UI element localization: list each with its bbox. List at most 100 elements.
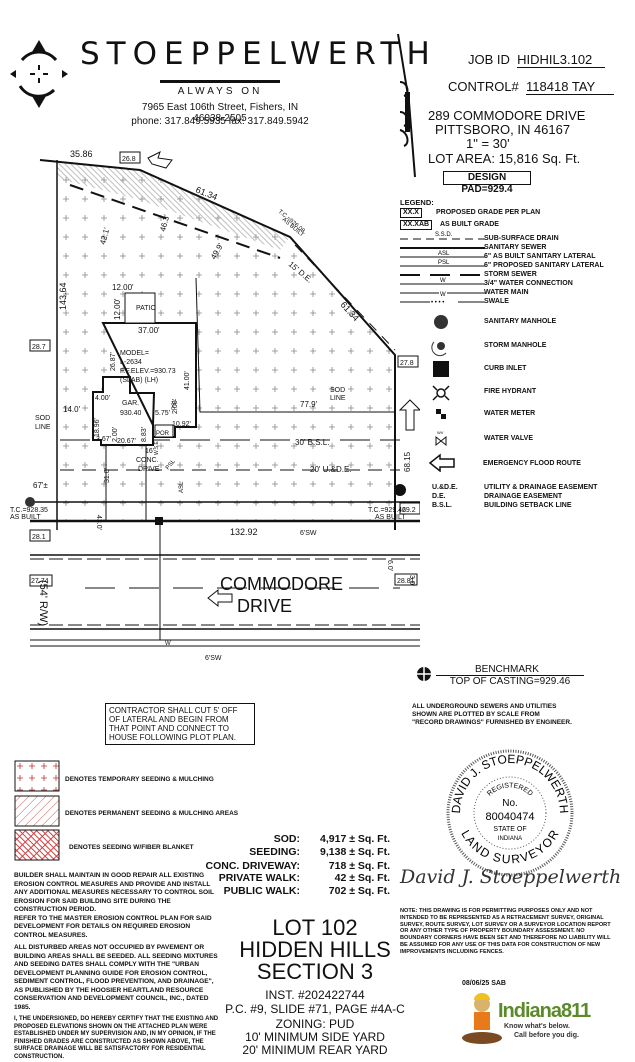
quantity-label: PUBLIC WALK: (223, 885, 300, 897)
seeding-legend-swatches (14, 760, 60, 861)
plan-label: 41.00' (184, 371, 191, 390)
plan-label: 2.00' (112, 427, 119, 442)
legend-line-samples: S.S.D. ASL PSL W W • • • • (400, 232, 485, 306)
plan-label: 8.83' (141, 427, 148, 442)
plan-label: 4.00' (95, 395, 110, 402)
pen-icon (397, 33, 416, 178)
fiber-blanket-swatch (14, 829, 60, 861)
seeding-legend-label: DENOTES PERMANENT SEEDING & MULCHING ARE… (65, 810, 239, 817)
svg-text:REGISTERED: REGISTERED (486, 782, 534, 797)
plan-label: 26.8 (122, 156, 136, 163)
plan-label: 28.1 (32, 534, 46, 541)
surveyor-seal: DAVID J. STOEPPELWERTH LAND SURVEYOR REG… (446, 749, 574, 877)
legend-key: XX.X (400, 208, 422, 218)
legend-title: LEGEND: (400, 198, 434, 207)
permitting-note: NOTE: THIS DRAWING IS FOR PERMITTING PUR… (400, 908, 611, 955)
plan-label: 6'SW (205, 655, 222, 662)
legend-label: WATER METER (484, 410, 536, 417)
plan-label: 14.0' (63, 405, 81, 414)
legend-label: SANITARY SEWER (484, 244, 547, 251)
legend-label: AS BUILT GRADE (440, 221, 499, 228)
plan-label: (SLAB) (LH) (120, 377, 158, 384)
lot-number: LOT 102 (272, 915, 358, 940)
temporary-seeding-swatch (14, 760, 60, 792)
certification-note: I, THE UNDERSIGNED, DO HEREBY CERTIFY TH… (14, 1016, 219, 1060)
svg-text:No.: No. (502, 798, 518, 809)
erosion-note: BUILDER SHALL MAINTAIN IN GOOD REPAIR AL… (14, 872, 214, 913)
plan-label: DRIVE (237, 596, 292, 616)
plan-label: 16' (145, 448, 154, 455)
svg-text:INDIANA: INDIANA (498, 836, 522, 842)
curb-inlet-icon (433, 361, 449, 377)
legend-label: PROPOSED GRADE PER PLAN (436, 209, 541, 216)
plan-label: W.S.E (154, 440, 160, 455)
legend-label: SANITARY MANHOLE (484, 318, 557, 325)
plan-label: POR (156, 431, 170, 437)
zoning: ZONING: PUD (275, 1017, 355, 1031)
svg-text:STATE OF: STATE OF (493, 826, 526, 833)
scale: 1" = 30' (466, 136, 510, 151)
plan-label: 6'SW (300, 530, 317, 537)
plan-label: GAR. (122, 400, 139, 407)
plan-label: 132.92 (230, 527, 258, 537)
company-phone: phone: 317.849.5935 fax: 317.849.5942 (131, 116, 309, 127)
plan-label: L-2634 (120, 359, 142, 366)
quantity-label: PRIVATE WALK: (218, 872, 300, 884)
sanitary-manhole-icon (434, 315, 448, 329)
plan-label: 46.3' (158, 213, 171, 232)
flood-route-arrow-icon (398, 399, 420, 431)
plan-label: 3.0' (408, 575, 415, 586)
street-address: 289 COMMODORE DRIVE (428, 108, 586, 123)
plan-label: 20.67' (117, 438, 136, 445)
legend-label: CURB INLET (484, 365, 527, 372)
plat-reference: P.C. #9, SLIDE #71, PAGE #4A-C (225, 1002, 405, 1016)
svg-text:W: W (440, 278, 446, 284)
legend-key: XX.XAB (400, 220, 433, 230)
svg-text:• • • •: • • • • (431, 300, 444, 306)
plan-label: CONC. (136, 457, 159, 464)
legend-label: FIRE HYDRANT (484, 388, 537, 395)
plan-label: DRIVE (138, 466, 160, 473)
quantity-value: 42 ± Sq. Ft. (334, 872, 390, 884)
plan-label: 20' U.&D.E. (310, 465, 352, 474)
benchmark-value: TOP OF CASTING=929.46 (436, 675, 584, 687)
plan-label: F.F.ELEV.=930.73 (120, 368, 176, 375)
legend-key: D.E. (432, 493, 446, 500)
plot-plan-drawing: 35.8626.861.3442.1'46.3'49.9'T.C.=926.08… (10, 149, 420, 662)
quantity-label: CONC. DRIVEWAY: (205, 860, 300, 872)
storm-manhole-icon (431, 341, 447, 357)
plan-label: 2.00' (172, 399, 179, 414)
city-address: PITTSBORO, IN 46167 (435, 122, 571, 137)
plan-label: 27.8 (400, 360, 414, 367)
permanent-seeding-swatch (14, 795, 60, 827)
plan-label: 26.87' (110, 352, 117, 371)
plan-label: 3.67' (96, 436, 111, 443)
quantity-value: 718 ± Sq. Ft. (328, 860, 390, 872)
plan-label: 6.0' (386, 560, 393, 571)
flood-route-arrow-icon (207, 588, 233, 608)
plan-label: 42.1' (98, 226, 111, 245)
svg-text:LAND SURVEYOR: LAND SURVEYOR (458, 827, 561, 866)
benchmark-icon (394, 484, 406, 496)
legend-symbols: WV (428, 315, 455, 472)
benchmark-icon (417, 667, 431, 681)
legend-label: STORM SEWER (484, 271, 537, 278)
master-plan-note: REFER TO THE MASTER EROSION CONTROL PLAN… (14, 914, 212, 939)
legend-label: WATER VALVE (484, 435, 533, 442)
quantity-label: SEEDING: (249, 846, 300, 858)
legend-label: 6" PROPOSED SANITARY LATERAL (484, 262, 604, 269)
plan-label: 27.74 (31, 578, 49, 585)
plan-label: 35.86 (70, 149, 93, 159)
plan-label: T.C.=928.35 (10, 507, 48, 514)
flood-route-arrow-icon (147, 151, 173, 169)
svg-text:S.S.D.: S.S.D. (435, 232, 453, 238)
svg-text:ASL: ASL (438, 251, 450, 257)
side-yard: 10' MINIMUM SIDE YARD (245, 1030, 385, 1044)
seeding-legend-label: DENOTES SEEDING W/FIBER BLANKET (69, 844, 194, 851)
plan-label: 30' B.S.L. (295, 438, 329, 447)
plan-label: 31.0' (104, 468, 111, 483)
legend-label: SWALE (484, 298, 509, 305)
brand-name: STOEPPELWERTH (80, 36, 437, 72)
water-valve-icon: WV (435, 430, 447, 447)
quantity-value: 9,138 ± Sq. Ft. (320, 846, 390, 858)
